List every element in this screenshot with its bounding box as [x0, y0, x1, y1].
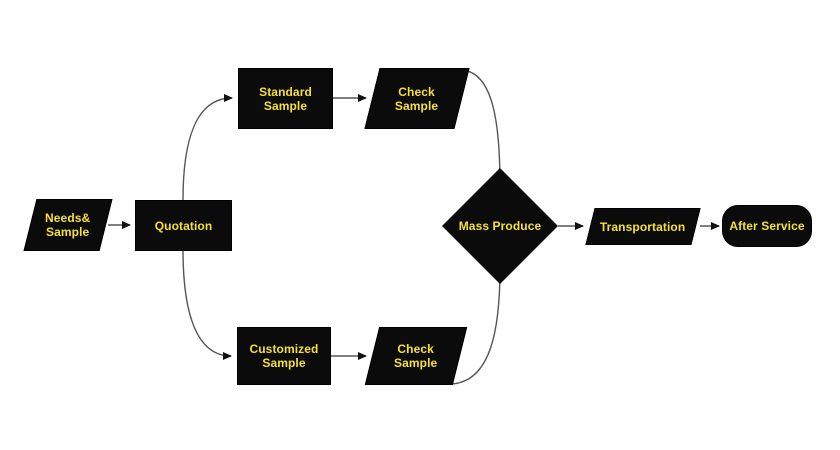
node-needs-sample-label: Needs& Sample: [45, 211, 91, 239]
edge-quotation-to-customized-sample: [182, 249, 232, 360]
node-standard-sample[interactable]: Standard Sample: [238, 68, 333, 129]
node-after-service-label: After Service: [729, 219, 805, 233]
edge-check-sample-top-to-mass-produce: [459, 69, 504, 187]
node-check-sample-bottom-label: Check Sample: [394, 342, 438, 370]
node-transportation-label: Transportation: [600, 219, 686, 234]
node-needs-sample[interactable]: Needs& Sample: [23, 199, 113, 251]
node-standard-sample-label: Standard Sample: [259, 84, 312, 113]
node-customized-sample[interactable]: Customized Sample: [237, 327, 331, 385]
edge-check-sample-bottom-to-mass-produce: [448, 267, 504, 385]
node-transportation[interactable]: Transportation: [585, 208, 701, 245]
node-after-service[interactable]: After Service: [722, 205, 812, 247]
edge-quotation-to-standard-sample: [182, 94, 233, 201]
node-check-sample-top[interactable]: Check Sample: [364, 68, 470, 129]
node-check-sample-top-label: Check Sample: [395, 84, 439, 113]
node-check-sample-bottom[interactable]: Check Sample: [364, 327, 468, 385]
node-quotation-label: Quotation: [154, 218, 213, 233]
node-quotation[interactable]: Quotation: [135, 200, 232, 251]
node-mass-produce[interactable]: Mass Produce: [442, 168, 558, 284]
node-customized-sample-label: Customized Sample: [249, 342, 319, 370]
